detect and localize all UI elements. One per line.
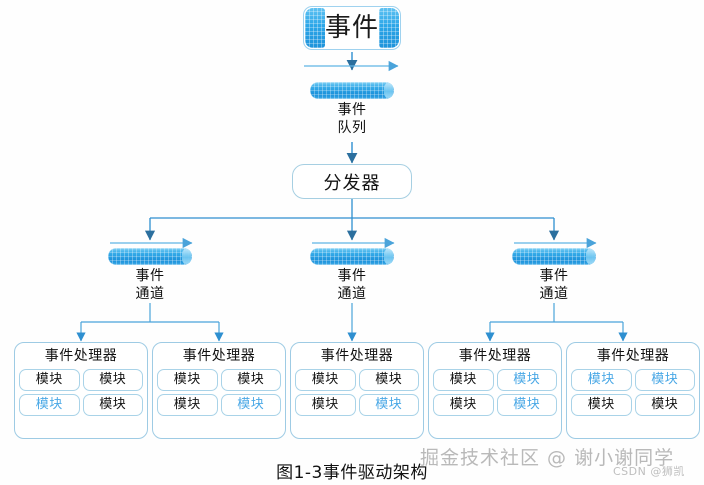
module-row: 模块 模块	[19, 394, 143, 416]
figure-caption: 图1-3事件驱动架构	[276, 463, 428, 483]
module-box: 模块	[295, 369, 356, 391]
event-processor-title-1: 事件处理器	[44, 348, 118, 364]
event-processor-5: 事件处理器 模块 模块 模块 模块	[566, 342, 700, 439]
event-processor-3: 事件处理器 模块 模块 模块 模块	[290, 342, 424, 439]
event-processor-4: 事件处理器 模块 模块 模块 模块	[428, 342, 562, 439]
module-box: 模块	[157, 369, 218, 391]
event-queue-label: 事件 队列	[337, 102, 367, 136]
event-processor-title-3: 事件处理器	[320, 348, 394, 364]
watermark-primary: 掘金技术社区 @ 谢小谢同学	[420, 447, 675, 469]
module-row: 模块 模块	[433, 394, 557, 416]
module-row: 模块 模块	[571, 369, 695, 391]
event-processor-title-5: 事件处理器	[596, 348, 670, 364]
event-channel-label-2: 事件 通道	[337, 268, 367, 302]
event-channel-label-1: 事件 通道	[135, 268, 165, 302]
event-channel-label-3: 事件 通道	[539, 268, 569, 302]
module-box: 模块	[82, 394, 143, 416]
event-channel-pill-1	[108, 248, 192, 265]
module-box: 模块	[157, 394, 218, 416]
module-row: 模块 模块	[433, 369, 557, 391]
module-row: 模块 模块	[295, 369, 419, 391]
event-processor-1: 事件处理器 模块 模块 模块 模块	[14, 342, 148, 439]
module-row: 模块 模块	[295, 394, 419, 416]
module-row: 模块 模块	[571, 394, 695, 416]
module-row: 模块 模块	[157, 369, 281, 391]
module-box: 模块	[634, 369, 695, 391]
module-box: 模块	[220, 394, 281, 416]
module-row: 模块 模块	[19, 369, 143, 391]
dispatcher-node: 分发器	[292, 164, 412, 199]
module-box: 模块	[433, 369, 494, 391]
watermark-secondary: CSDN @狮凯	[613, 465, 685, 478]
module-box: 模块	[496, 369, 557, 391]
module-box: 模块	[220, 369, 281, 391]
event-processor-2: 事件处理器 模块 模块 模块 模块	[152, 342, 286, 439]
module-box: 模块	[571, 369, 632, 391]
event-source-label: 事件	[324, 13, 379, 43]
module-box: 模块	[571, 394, 632, 416]
module-box: 模块	[634, 394, 695, 416]
event-channel-pill-3	[512, 248, 596, 265]
module-box: 模块	[433, 394, 494, 416]
event-capsule-right-cap	[379, 8, 399, 48]
event-capsule-left-cap	[305, 8, 325, 48]
event-queue-pill	[310, 82, 394, 99]
module-box: 模块	[496, 394, 557, 416]
module-box: 模块	[358, 369, 419, 391]
module-row: 模块 模块	[157, 394, 281, 416]
module-box: 模块	[358, 394, 419, 416]
event-processor-title-2: 事件处理器	[182, 348, 256, 364]
module-box: 模块	[19, 394, 80, 416]
event-channel-pill-2	[310, 248, 394, 265]
module-box: 模块	[19, 369, 80, 391]
event-processor-title-4: 事件处理器	[458, 348, 532, 364]
module-box: 模块	[295, 394, 356, 416]
event-source-node: 事件	[303, 6, 401, 50]
module-box: 模块	[82, 369, 143, 391]
